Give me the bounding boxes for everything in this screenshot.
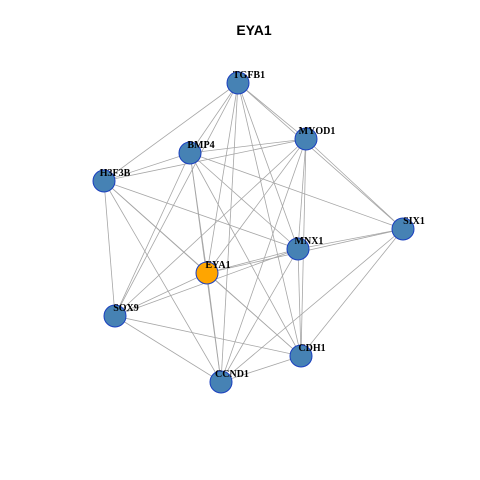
- node-circle: [226, 71, 250, 95]
- edge-cdh1-ccnd1: [220, 355, 302, 383]
- edge-mnx1-ccnd1: [220, 248, 299, 383]
- edge-eya1-cdh1: [206, 272, 302, 357]
- node-label: SOX9: [113, 303, 139, 314]
- edge-sox9-cdh1: [114, 315, 302, 357]
- edge-myod1-h3f3b: [103, 138, 307, 182]
- edge-h3f3b-mnx1: [103, 180, 299, 250]
- edge-eya1-ccnd1: [206, 272, 222, 383]
- node-label: EYA1: [205, 260, 230, 271]
- edge-layer: [103, 82, 404, 383]
- edge-tgfb1-sox9: [114, 82, 239, 317]
- node-h3f3b: H3F3B: [92, 168, 131, 193]
- node-cdh1: CDH1: [289, 343, 326, 368]
- edge-tgfb1-cdh1: [237, 82, 302, 357]
- edge-tgfb1-ccnd1: [220, 82, 239, 383]
- edge-sox9-ccnd1: [114, 315, 222, 383]
- edge-tgfb1-six1: [237, 82, 404, 230]
- node-label: BMP4: [187, 140, 214, 151]
- node-label: H3F3B: [100, 168, 131, 179]
- edge-six1-mnx1: [297, 228, 404, 250]
- edge-myod1-sox9: [114, 138, 307, 317]
- edge-tgfb1-eya1: [206, 82, 239, 274]
- edge-myod1-bmp4: [189, 138, 307, 154]
- node-circle: [294, 127, 318, 151]
- node-label: CDH1: [298, 343, 325, 354]
- diagram-title: EYA1: [236, 22, 272, 38]
- node-circle: [286, 237, 310, 261]
- edge-tgfb1-mnx1: [237, 82, 299, 250]
- edge-myod1-eya1: [206, 138, 307, 274]
- node-myod1: MYOD1: [294, 126, 336, 151]
- node-label: MNX1: [295, 236, 324, 247]
- edge-myod1-mnx1: [297, 138, 307, 250]
- node-label: CCND1: [215, 369, 249, 380]
- node-six1: SIX1: [391, 216, 425, 241]
- node-circle: [391, 217, 415, 241]
- node-bmp4: BMP4: [178, 140, 215, 165]
- edge-eya1-sox9: [114, 272, 208, 317]
- edge-bmp4-h3f3b: [103, 152, 191, 182]
- edge-bmp4-six1: [189, 152, 404, 230]
- edge-h3f3b-sox9: [103, 180, 116, 317]
- edge-tgfb1-h3f3b: [103, 82, 239, 182]
- edge-tgfb1-myod1: [237, 82, 307, 140]
- node-circle: [289, 344, 313, 368]
- node-ccnd1: CCND1: [209, 369, 249, 394]
- node-mnx1: MNX1: [286, 236, 324, 261]
- edge-h3f3b-ccnd1: [103, 180, 222, 383]
- edge-mnx1-cdh1: [297, 248, 302, 357]
- edge-tgfb1-bmp4: [189, 82, 239, 154]
- edge-myod1-six1: [305, 138, 404, 230]
- edge-mnx1-eya1: [206, 248, 299, 274]
- node-circle: [92, 169, 116, 193]
- node-eya1: EYA1: [195, 260, 231, 285]
- edge-bmp4-sox9: [114, 152, 191, 317]
- edge-six1-ccnd1: [220, 228, 404, 383]
- node-circle: [103, 304, 127, 328]
- node-sox9: SOX9: [103, 303, 139, 328]
- node-tgfb1: TGFB1: [226, 70, 265, 95]
- edge-bmp4-mnx1: [189, 152, 299, 250]
- node-circle: [178, 141, 202, 165]
- node-circle: [209, 370, 233, 394]
- node-circle: [195, 261, 219, 285]
- edge-bmp4-cdh1: [189, 152, 302, 357]
- node-label: SIX1: [403, 216, 425, 227]
- edge-six1-cdh1: [300, 228, 404, 357]
- node-label: MYOD1: [299, 126, 336, 137]
- node-label: TGFB1: [233, 70, 265, 81]
